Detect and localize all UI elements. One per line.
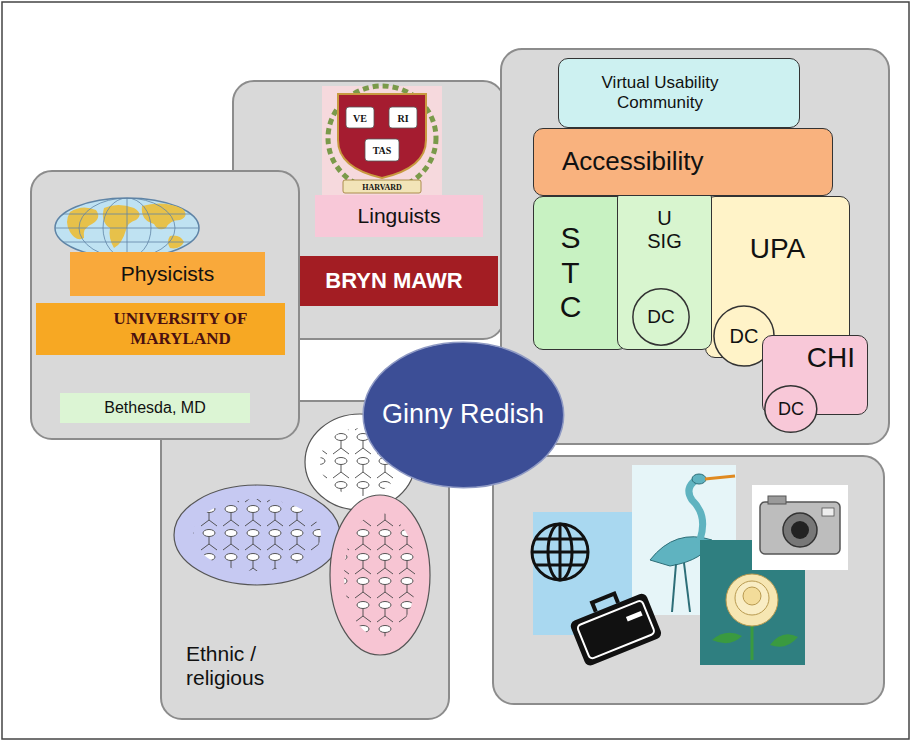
chapter-circle: DC [632, 288, 690, 346]
society-box: CHIDC [762, 335, 868, 415]
society-box: S T C [533, 196, 628, 350]
chapter-circle: DC [764, 385, 818, 433]
node-label: DC [647, 306, 674, 328]
ribbon-text: HARVARD [362, 183, 402, 192]
university-logo: UNIVERSITY OF MARYLAND [36, 303, 285, 355]
place-label: Bethesda, MD [60, 393, 250, 423]
college-logo: BRYN MAWR [290, 256, 498, 306]
group-label: Physicists [70, 252, 265, 296]
node-label: DC [730, 325, 759, 348]
camera [760, 496, 840, 554]
group-panel: PhysicistsUNIVERSITY OF MARYLAND Bethesda… [30, 170, 300, 440]
book-inscription: VE [353, 113, 367, 124]
group-label: Linguists [315, 195, 483, 237]
heron [650, 474, 735, 612]
book-inscription: TAS [373, 145, 392, 156]
node-label: CHI [807, 342, 855, 374]
node-label: Ethnic / religious [186, 642, 291, 690]
group-panel [492, 455, 885, 705]
society-box: UPA DC [705, 196, 850, 358]
node-label: Virtual Usability Community [585, 73, 735, 112]
node-label: U SIG [641, 207, 689, 253]
node-label: BRYN MAWR [325, 268, 462, 293]
community-box: Accessibility [533, 128, 833, 196]
group-panel: Virtual Usability CommunityAccessibility… [500, 48, 890, 445]
society-box: U SIG DC [617, 188, 712, 350]
suitcase [565, 583, 663, 667]
globe-icon [532, 524, 588, 580]
node-label: Accessibility [562, 147, 704, 177]
node-label: UPA [750, 233, 806, 265]
person-ellipse: Ginny Redish [360, 340, 567, 490]
node-label: DC [778, 399, 804, 420]
node-label: Bethesda, MD [104, 399, 205, 417]
node-label: UNIVERSITY OF MARYLAND [81, 309, 280, 348]
node-label: S T C [554, 221, 587, 325]
node-label: Linguists [358, 204, 441, 228]
rose [712, 574, 798, 660]
node-label: Physicists [121, 262, 214, 286]
group-panel: Ethnic / religious [160, 400, 450, 720]
book-inscription: RI [397, 113, 408, 124]
node-label: Ginny Redish [382, 399, 544, 430]
community-box: Virtual Usability Community [558, 58, 800, 128]
